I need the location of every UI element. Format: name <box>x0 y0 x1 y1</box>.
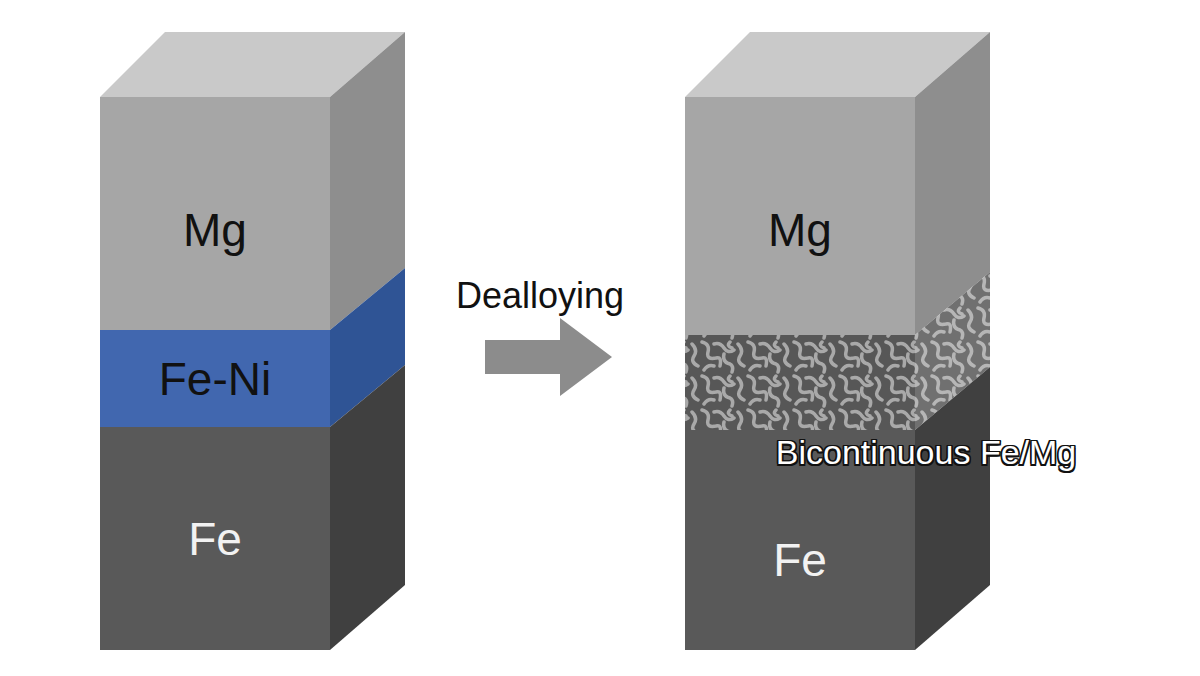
layer-label: Fe-Ni <box>159 352 271 406</box>
region-label: Bicontinuous Fe/Mg <box>776 433 1077 472</box>
process-label: Dealloying <box>456 275 624 317</box>
mg-layer: Mg <box>100 97 330 363</box>
layer-label: Mg <box>768 203 832 257</box>
fe-layer: Fe <box>100 427 330 650</box>
mg-layer: Mg <box>685 97 915 363</box>
layer-label: Mg <box>183 203 247 257</box>
layer-label: Fe <box>773 533 827 587</box>
fe-layer: Fe <box>685 470 915 650</box>
layer-label: Fe <box>188 512 242 566</box>
fe-ni-layer: Fe-Ni <box>100 330 330 427</box>
